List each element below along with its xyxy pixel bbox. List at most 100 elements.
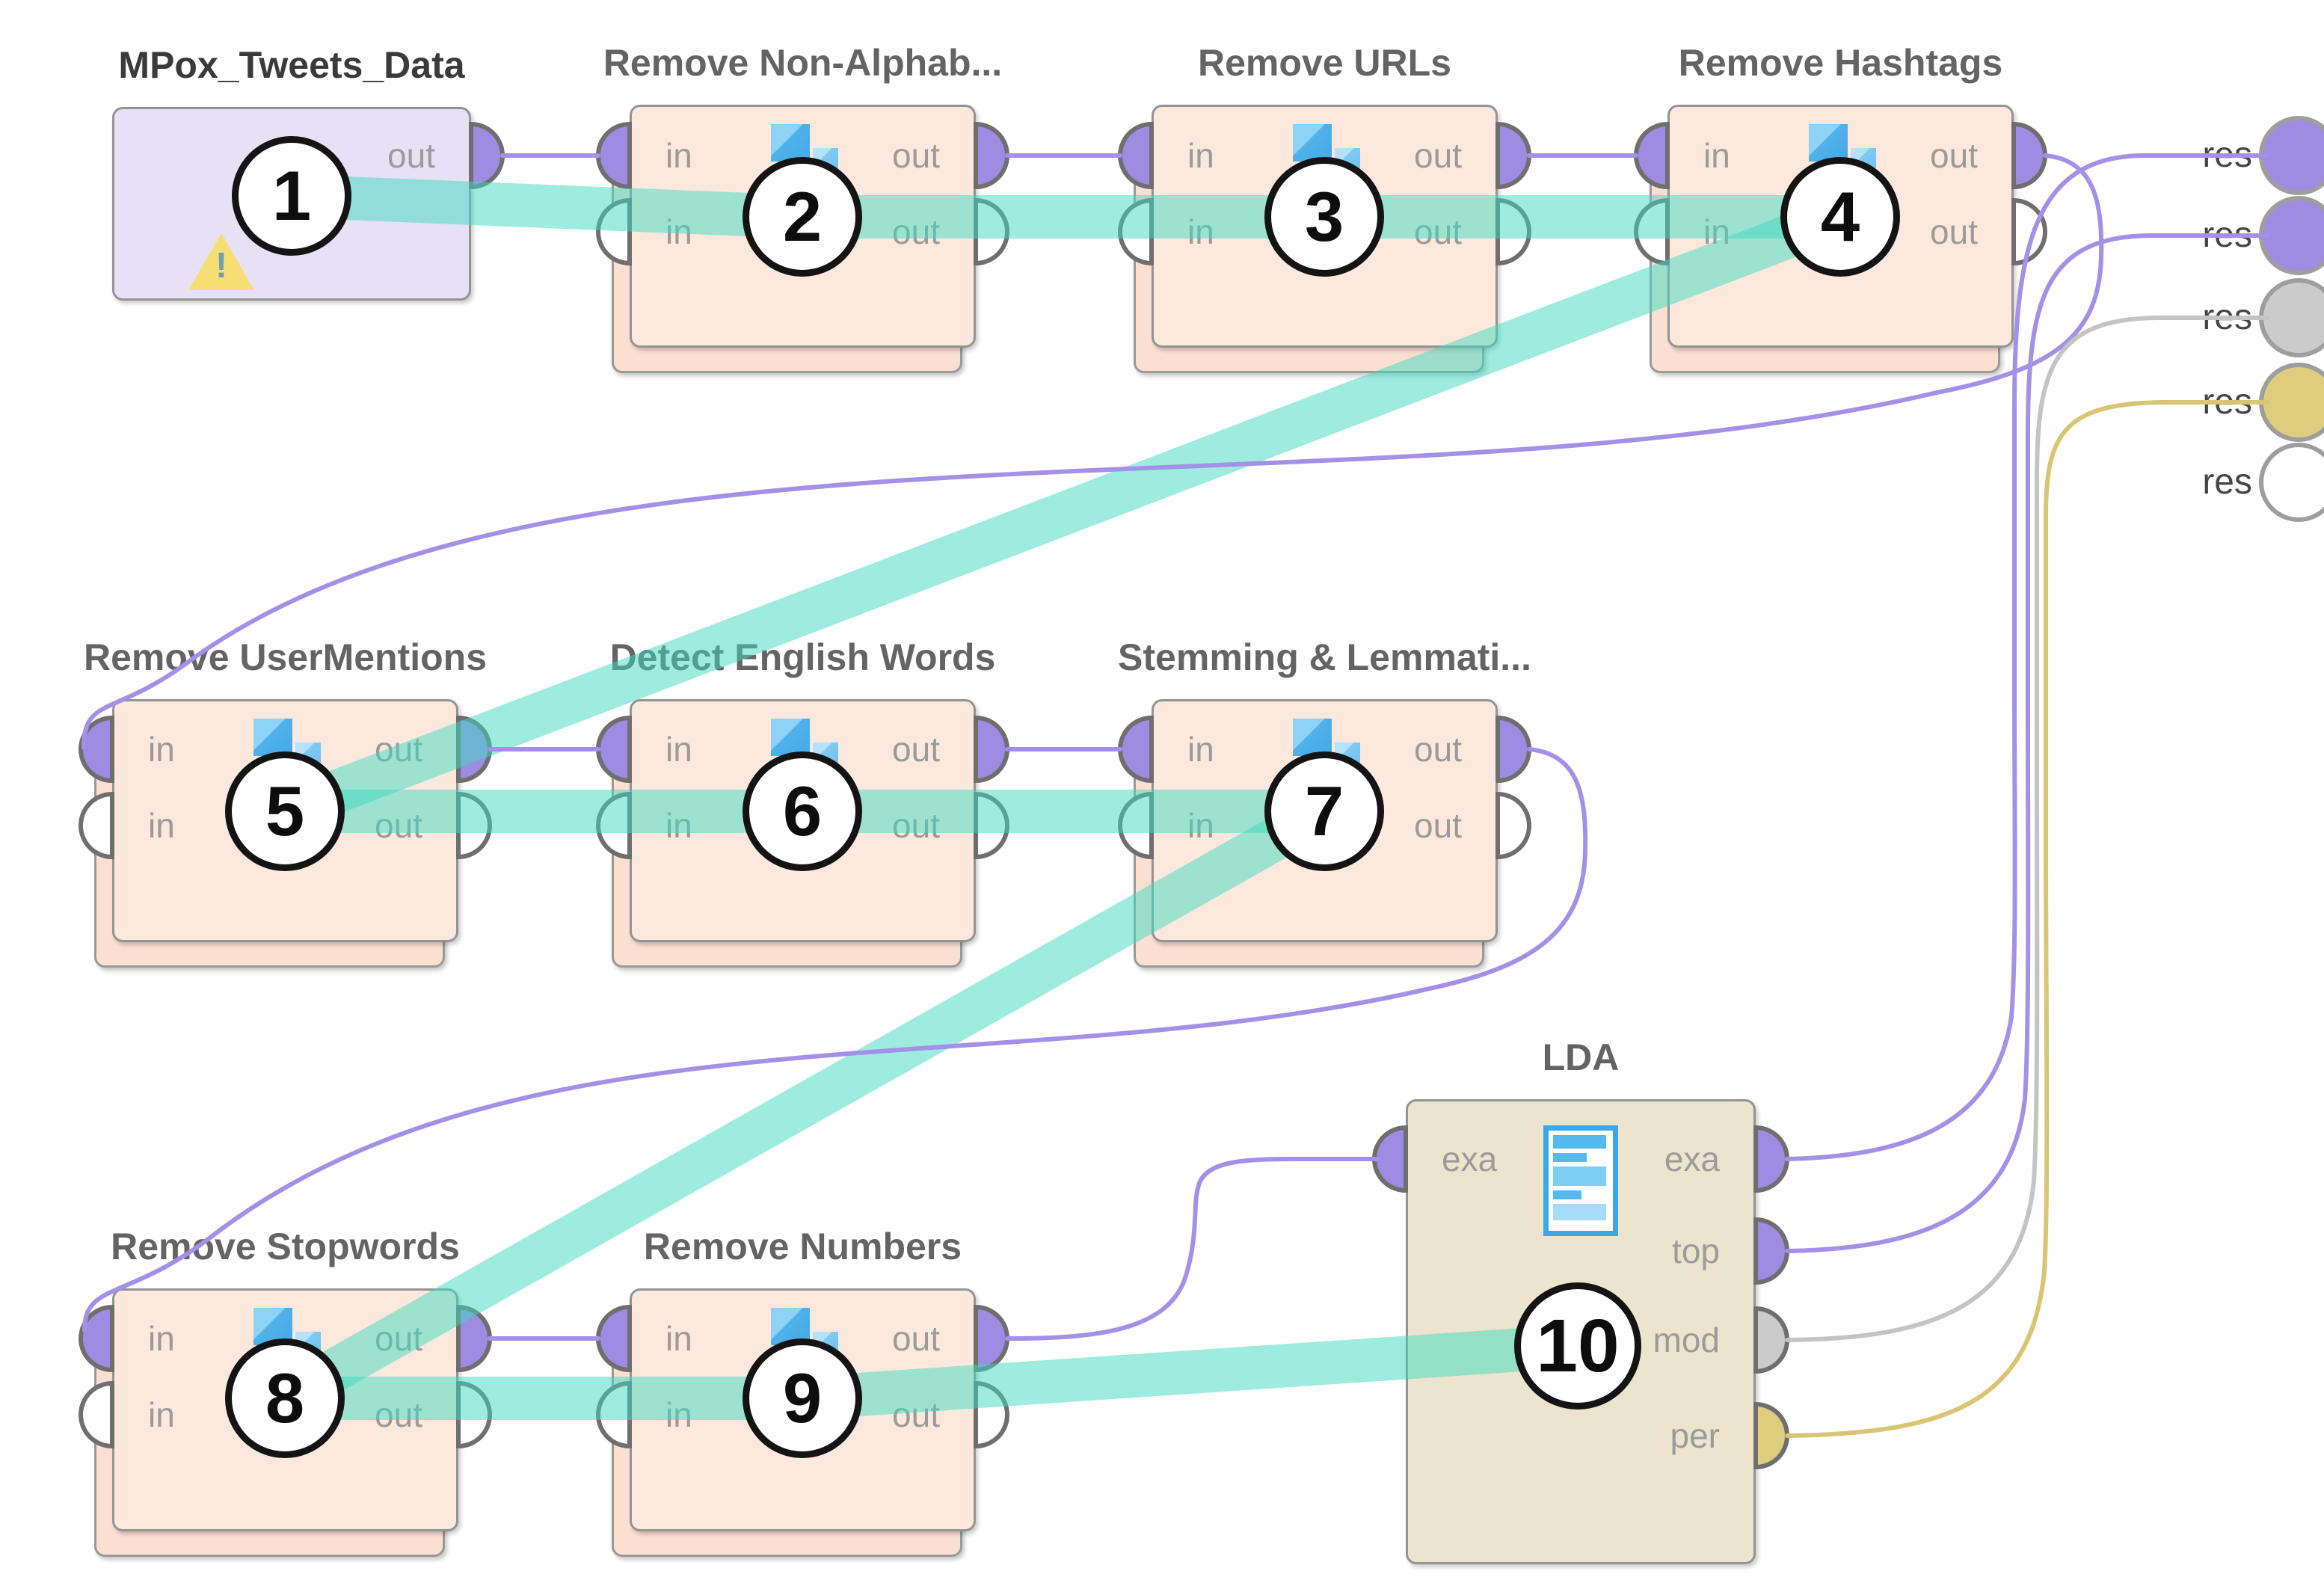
operator-title: Remove Numbers xyxy=(643,1226,962,1267)
operator-number-badge: 10 xyxy=(1514,1282,1641,1410)
report-icon-line xyxy=(1553,1190,1581,1199)
wire-lda.per-to-res.4[interactable] xyxy=(1785,400,2269,1438)
port-label: out xyxy=(387,136,435,175)
port-label: out xyxy=(1930,136,1978,175)
port-in-remove-numbers[interactable] xyxy=(596,1380,632,1449)
operator-title: Stemming & Lemmati... xyxy=(1118,636,1531,678)
port-out-remove-stopwords[interactable] xyxy=(456,1304,492,1373)
port-label: out xyxy=(1930,212,1978,251)
port-label: in xyxy=(1703,136,1730,175)
operator-number: 7 xyxy=(1304,772,1344,850)
port-out-remove-numbers[interactable] xyxy=(974,1380,1009,1449)
port-out-remove-usermentions[interactable] xyxy=(456,791,492,860)
result-port-2[interactable] xyxy=(2259,196,2324,275)
port-label: in xyxy=(148,806,175,845)
port-out-remove-non-alphab[interactable] xyxy=(974,197,1009,266)
port-in-remove-stopwords[interactable] xyxy=(79,1380,114,1449)
port-out-remove-stopwords[interactable] xyxy=(456,1380,492,1449)
port-in-stemming-lemmati[interactable] xyxy=(1118,715,1154,784)
report-icon-line xyxy=(1553,1153,1587,1162)
port-in-remove-usermentions[interactable] xyxy=(79,715,114,784)
port-label: in xyxy=(1187,136,1214,175)
port-in-remove-hashtags[interactable] xyxy=(1634,121,1670,190)
port-label: out xyxy=(1414,136,1462,175)
port-in-remove-hashtags[interactable] xyxy=(1634,197,1670,266)
port-mod-lda[interactable] xyxy=(1753,1306,1789,1374)
operator-number-badge: 5 xyxy=(225,751,345,871)
port-out-remove-numbers[interactable] xyxy=(974,1304,1009,1373)
operator-number: 2 xyxy=(782,177,823,256)
port-in-remove-stopwords[interactable] xyxy=(79,1304,114,1373)
port-out-remove-usermentions[interactable] xyxy=(456,715,492,784)
operator-title: Remove Hashtags xyxy=(1678,42,2003,84)
port-label: in xyxy=(148,1319,175,1358)
operator-number: 5 xyxy=(265,772,305,850)
port-in-remove-usermentions[interactable] xyxy=(79,791,114,860)
port-label: exa xyxy=(1442,1140,1498,1178)
operator-number-badge: 7 xyxy=(1264,751,1384,871)
report-icon-line xyxy=(1553,1166,1606,1186)
warning-icon: ! xyxy=(188,233,254,290)
wires-layer xyxy=(82,153,2269,1438)
wire-stemming-lemmati.out-to-remove-stopwords.in[interactable] xyxy=(82,747,1588,1333)
port-out-remove-urls[interactable] xyxy=(1495,197,1531,266)
operator-number-badge: 2 xyxy=(743,157,862,277)
port-out-mpox-tweets-data[interactable] xyxy=(469,121,505,190)
report-icon xyxy=(1543,1125,1618,1236)
wire-remove-hashtags.out-to-remove-usermentions.in[interactable] xyxy=(82,153,2104,750)
operator-number-badge: 4 xyxy=(1780,157,1900,277)
document-icon xyxy=(1292,124,1332,162)
port-in-remove-urls[interactable] xyxy=(1118,121,1154,190)
port-label: in xyxy=(148,730,175,769)
operator-title: Remove Non-Alphab... xyxy=(603,42,1003,84)
operator-number: 6 xyxy=(782,772,823,850)
operator-number: 9 xyxy=(782,1359,823,1437)
operator-number: 10 xyxy=(1536,1303,1620,1388)
wire-remove-numbers.out-to-lda.exa[interactable] xyxy=(1005,1157,1381,1341)
port-out-detect-english-words[interactable] xyxy=(974,715,1009,784)
document-icon xyxy=(770,124,810,162)
port-in-remove-non-alphab[interactable] xyxy=(596,121,632,190)
port-per-lda[interactable] xyxy=(1753,1401,1789,1470)
port-top-lda[interactable] xyxy=(1753,1217,1789,1285)
operator-title: Remove URLs xyxy=(1198,42,1451,84)
operator-number-badge: 3 xyxy=(1264,157,1384,277)
operator-title: Detect English Words xyxy=(609,636,996,678)
port-out-remove-non-alphab[interactable] xyxy=(974,121,1009,190)
port-label: mod xyxy=(1653,1321,1720,1359)
operator-title: LDA xyxy=(1542,1036,1620,1078)
result-port-5[interactable] xyxy=(2259,443,2324,522)
port-in-remove-non-alphab[interactable] xyxy=(596,197,632,266)
port-in-remove-numbers[interactable] xyxy=(596,1304,632,1373)
port-out-remove-urls[interactable] xyxy=(1495,121,1531,190)
operator-number: 1 xyxy=(271,156,312,235)
port-label: in xyxy=(665,136,692,175)
wire-lda.mod-to-res.3[interactable] xyxy=(1785,316,2269,1342)
report-icon-line xyxy=(1553,1204,1606,1220)
result-port-1[interactable] xyxy=(2259,116,2324,195)
port-exa-lda[interactable] xyxy=(1753,1125,1789,1193)
port-label: per xyxy=(1670,1416,1720,1455)
port-in-remove-urls[interactable] xyxy=(1118,197,1154,266)
port-in-stemming-lemmati[interactable] xyxy=(1118,791,1154,860)
port-label: in xyxy=(148,1395,175,1434)
result-port-3[interactable] xyxy=(2259,278,2324,357)
operator-number: 3 xyxy=(1304,177,1344,256)
document-icon xyxy=(1808,124,1848,162)
operator-number-badge: 1 xyxy=(232,136,351,256)
operator-number: 8 xyxy=(265,1359,305,1437)
port-in-detect-english-words[interactable] xyxy=(596,791,632,860)
result-port-4[interactable] xyxy=(2259,363,2324,442)
port-out-detect-english-words[interactable] xyxy=(974,791,1009,860)
result-port-label: res xyxy=(2202,462,2252,502)
port-in-detect-english-words[interactable] xyxy=(596,715,632,784)
wire-lda.exa-to-res.1[interactable] xyxy=(1785,153,2269,1161)
report-icon-line xyxy=(1553,1135,1606,1149)
operator-title: MPox_Tweets_Data xyxy=(118,44,465,86)
wire-lda.top-to-res.2[interactable] xyxy=(1785,233,2269,1253)
operator-number-badge: 6 xyxy=(743,751,862,871)
port-label: top xyxy=(1672,1232,1720,1270)
operator-number-badge: 9 xyxy=(743,1338,862,1458)
port-label: exa xyxy=(1664,1140,1720,1178)
